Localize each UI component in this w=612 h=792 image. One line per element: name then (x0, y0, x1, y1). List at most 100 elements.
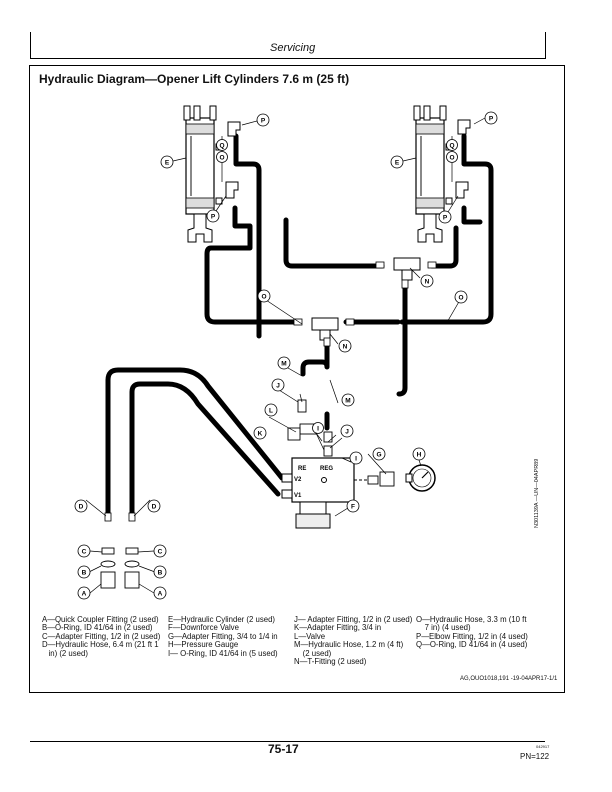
svg-text:G: G (376, 452, 381, 459)
callout-n-upper: N (420, 274, 434, 288)
footer-small-code: 042917 (536, 744, 550, 749)
legend-item: N—T-Fitting (2 used) (294, 657, 367, 667)
legend-item: G—Adapter Fitting, 3/4 to 1/4 in (168, 631, 278, 641)
page-number: 75-17 (268, 742, 299, 756)
callout-d-left: D (74, 499, 88, 513)
callout-p-right-top: P (484, 111, 498, 125)
hose-lines (105, 133, 494, 519)
hose-m-right (396, 281, 408, 397)
hose-right-stub (461, 205, 483, 225)
valve-fittings (287, 399, 395, 487)
callout-m-right: M (341, 393, 355, 407)
callout-i-right: I (349, 451, 363, 465)
svg-text:P: P (489, 116, 494, 123)
legend-item: Q—O-Ring, ID 41/64 in (4 used) (416, 640, 528, 650)
legend-item: D—Hydraulic Hose, 6.4 m (21 ft 1 (42, 640, 159, 650)
callout-c-right: C (153, 544, 167, 558)
header-left-tick (30, 32, 31, 59)
callout-c-left: C (77, 544, 91, 558)
hose-d-right (129, 381, 281, 519)
callout-o-lower-right: O (454, 290, 468, 304)
legend-item: J— Adapter Fitting, 1/2 in (2 used) (294, 615, 413, 624)
svg-text:K: K (258, 431, 263, 438)
legend-item: 7 in) (4 used) (416, 623, 471, 633)
downforce-valve: RE REG V2 V1 (281, 457, 368, 529)
svg-text:O: O (449, 155, 454, 162)
svg-text:D: D (152, 504, 157, 511)
legend-column-2: E—Hydraulic Cylinder (2 used) F—Downforc… (168, 615, 278, 658)
pn-number: PN=122 (520, 752, 550, 761)
callout-m-left: M (277, 356, 291, 370)
figure-side-code: N301139A —UN—04APR89 (534, 458, 540, 528)
callouts: E P Q O P E P Q O P O O N N M M J L K I … (74, 111, 498, 600)
svg-text:J: J (276, 383, 280, 390)
svg-text:A: A (158, 591, 163, 598)
svg-text:M: M (345, 398, 350, 405)
legend-column-1: A—Quick Coupler Fitting (2 used) B—O-Rin… (42, 615, 161, 658)
callout-o-right-mid: O (446, 151, 458, 163)
callout-q-left-1: Q (216, 139, 228, 151)
svg-text:C: C (158, 549, 163, 556)
port-reg: REG (320, 466, 333, 472)
footer-rule (30, 741, 545, 742)
callout-n-lower: N (338, 339, 352, 353)
svg-text:B: B (82, 570, 87, 577)
svg-text:E: E (395, 160, 400, 167)
legend-item: H—Pressure Gauge (168, 640, 239, 650)
callout-k: K (253, 426, 267, 440)
svg-text:H: H (417, 452, 422, 459)
svg-text:P: P (261, 118, 266, 125)
svg-text:Q: Q (449, 143, 454, 150)
legend-item: M—Hydraulic Hose, 1.2 m (4 ft) (294, 640, 404, 650)
hose-right-upper (429, 225, 459, 269)
cylinder-left (183, 105, 223, 243)
svg-text:F: F (351, 504, 355, 511)
legend-item: C—Adapter Fitting, 1/2 in (2 used) (42, 631, 161, 641)
callout-p-left-top: P (256, 113, 270, 127)
legend-item: I— O-Ring, ID 41/64 in (5 used) (168, 648, 278, 658)
callout-a-left: A (77, 586, 91, 600)
svg-text:M: M (281, 361, 286, 368)
svg-text:O: O (458, 295, 463, 302)
legend-item: A—Quick Coupler Fitting (2 used) (42, 615, 159, 624)
figure-reference-code: AG,OUO1018,191 -19-04APR17-1/1 (460, 676, 558, 682)
svg-text:E: E (165, 160, 170, 167)
hose-end-fittings (104, 261, 437, 522)
svg-text:I: I (317, 426, 319, 433)
hose-o-right (399, 133, 494, 325)
callout-e-right: E (390, 155, 404, 169)
callout-j-lower: J (340, 424, 354, 438)
legend-column-4: O—Hydraulic Hose, 3.3 m (10 ft 7 in) (4 … (416, 615, 528, 650)
elbow-fittings (225, 119, 471, 199)
svg-text:O: O (261, 294, 266, 301)
svg-text:O: O (219, 155, 224, 162)
port-v1: V1 (294, 493, 302, 499)
callout-o-lower-left: O (257, 289, 271, 303)
hose-o-left-top (233, 133, 262, 339)
hose-d-left (105, 367, 285, 519)
legend-item: in) (2 used) (42, 648, 88, 658)
callout-a-right: A (153, 586, 167, 600)
callout-h: H (412, 447, 426, 461)
coupler-stacks (100, 547, 140, 589)
svg-text:P: P (443, 215, 448, 222)
legend-item: F—Downforce Valve (168, 623, 239, 633)
callout-f: F (346, 499, 360, 513)
port-re: RE (298, 466, 306, 472)
callout-i-left: I (312, 422, 324, 434)
callout-e-left: E (160, 155, 174, 169)
callout-b-right: B (153, 565, 167, 579)
callout-d-right: D (147, 499, 161, 513)
legend-item: K—Adapter Fitting, 3/4 in (294, 623, 382, 633)
hose-o-left-bottom (204, 205, 297, 325)
svg-text:D: D (79, 504, 84, 511)
leader-lines (85, 117, 486, 594)
hose-m-left (300, 333, 330, 377)
section-label: Servicing (270, 42, 316, 54)
diagram-title: Hydraulic Diagram—Opener Lift Cylinders … (39, 72, 350, 86)
callout-p-right-bottom: P (438, 210, 452, 224)
svg-text:B: B (158, 570, 163, 577)
svg-text:L: L (269, 408, 273, 415)
callout-p-left-bottom: P (206, 209, 220, 223)
callout-q-right-1: Q (446, 139, 458, 151)
